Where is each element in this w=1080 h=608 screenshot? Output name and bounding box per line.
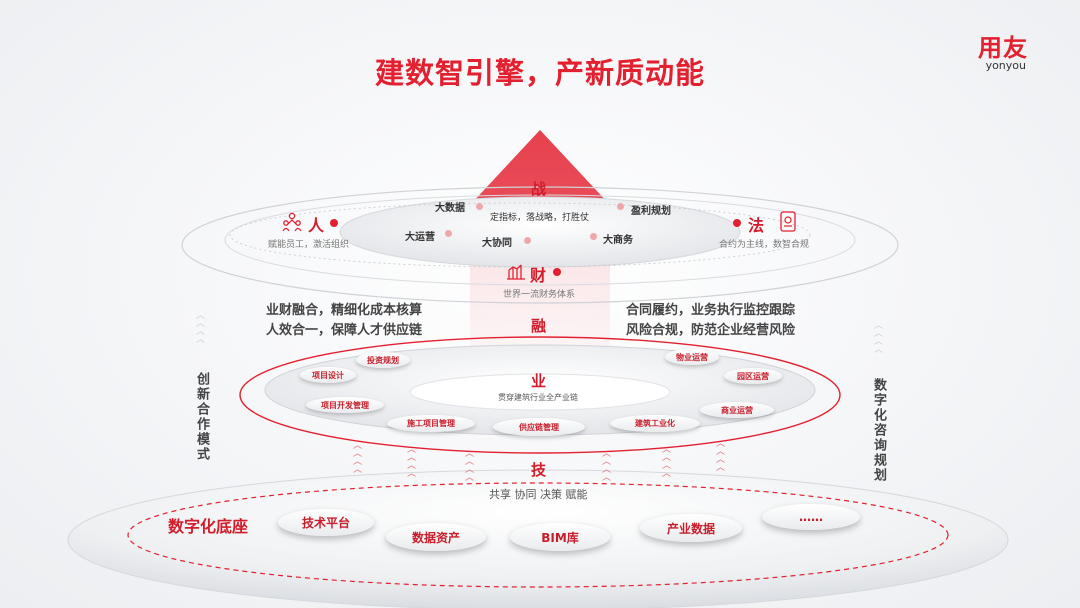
brand-logo-cn: 用友 xyxy=(978,34,1028,62)
apex-label: 战 xyxy=(531,180,547,198)
cai-dot xyxy=(553,268,561,276)
ye-label: 业 xyxy=(531,372,547,390)
people-icon xyxy=(282,212,302,232)
base-item-more: …… xyxy=(762,504,860,530)
ye-item-supply-chain: 供应链管理 xyxy=(493,418,585,436)
rong-left-line-1: 业财融合，精细化成本核算 xyxy=(266,303,423,318)
page-title: 建数智引擎，产新质动能 xyxy=(374,56,705,90)
ye-item-industrialization: 建筑工业化 xyxy=(610,415,700,432)
brand-logo-en: yonyou xyxy=(985,59,1026,72)
base-label: 数字化底座 xyxy=(168,517,249,536)
item-dot xyxy=(590,233,597,240)
arrow-up-icon: ︿︿︿︿ xyxy=(874,321,884,355)
item-dot xyxy=(617,203,624,210)
rong-left-line-2: 人效合一，保障人才供应链 xyxy=(266,323,423,338)
ye-item-construction-management: 施工项目管理 xyxy=(387,415,475,432)
ji-label: 技 xyxy=(531,461,547,479)
item-profit-planning: 盈利规划 xyxy=(631,206,671,217)
arrow-up-icon: ︿︿︿︿ xyxy=(716,439,726,473)
arrow-up-icon: ︿︿︿︿ xyxy=(353,441,363,475)
item-big-data: 大数据 xyxy=(435,203,465,214)
side-label-left: 创新合作模式 xyxy=(194,372,209,462)
rong-right-line-2: 风险合规，防范企业经营风险 xyxy=(626,323,796,338)
ye-item-commercial-operation: 商业运营 xyxy=(700,402,774,418)
ye-item-park-operation: 园区运营 xyxy=(724,368,782,384)
cai-label: 财 xyxy=(530,266,547,285)
item-dot xyxy=(524,237,531,244)
arrow-up-icon: ︿︿︿︿ xyxy=(196,311,206,345)
rong-label: 融 xyxy=(531,317,547,335)
building-icon xyxy=(507,264,525,280)
fa-label: 法 xyxy=(748,216,765,235)
ye-item-project-design: 项目设计 xyxy=(300,367,356,383)
arrow-up-icon: ︿︿︿︿ xyxy=(465,449,475,483)
ye-item-property-operation: 物业运营 xyxy=(665,349,719,365)
arrow-up-icon: ︿︿︿︿ xyxy=(407,445,417,479)
rong-right-line-1: 合同履约，业务执行监控跟踪 xyxy=(626,303,796,318)
item-dot xyxy=(445,230,452,237)
apex-sub: 定指标，落战略，打胜仗 xyxy=(490,213,590,223)
base-item-bim-library: BIM库 xyxy=(510,523,610,551)
side-label-right: 数字化咨询规划 xyxy=(871,378,886,483)
ren-label: 人 xyxy=(308,216,325,235)
arrow-up-icon: ︿︿︿︿ xyxy=(602,449,612,483)
arrow-up-icon: ︿︿︿︿ xyxy=(662,445,672,479)
cai-sub: 世界一流财务体系 xyxy=(503,290,576,300)
base-item-industry-data: 产业数据 xyxy=(640,514,742,542)
item-dot xyxy=(476,203,483,210)
ye-item-project-development: 项目开发管理 xyxy=(306,397,384,413)
fa-dot xyxy=(733,219,741,227)
base-item-tech-platform: 技术平台 xyxy=(278,509,374,536)
fa-sub: 合约为主线，数智合规 xyxy=(719,240,810,250)
ye-sub: 贯穿建筑行业全产业链 xyxy=(498,393,578,402)
document-seal-icon xyxy=(780,211,796,232)
item-big-collab: 大协同 xyxy=(482,238,512,249)
item-big-business: 大商务 xyxy=(603,235,633,246)
ren-dot xyxy=(330,219,338,227)
ren-sub: 赋能员工，激活组织 xyxy=(268,240,350,250)
ye-item-investment-planning: 投资规划 xyxy=(356,352,410,368)
base-item-data-assets: 数据资产 xyxy=(386,523,486,551)
item-big-operation: 大运营 xyxy=(405,232,435,243)
ji-sub: 共享 协同 决策 赋能 xyxy=(489,488,588,501)
